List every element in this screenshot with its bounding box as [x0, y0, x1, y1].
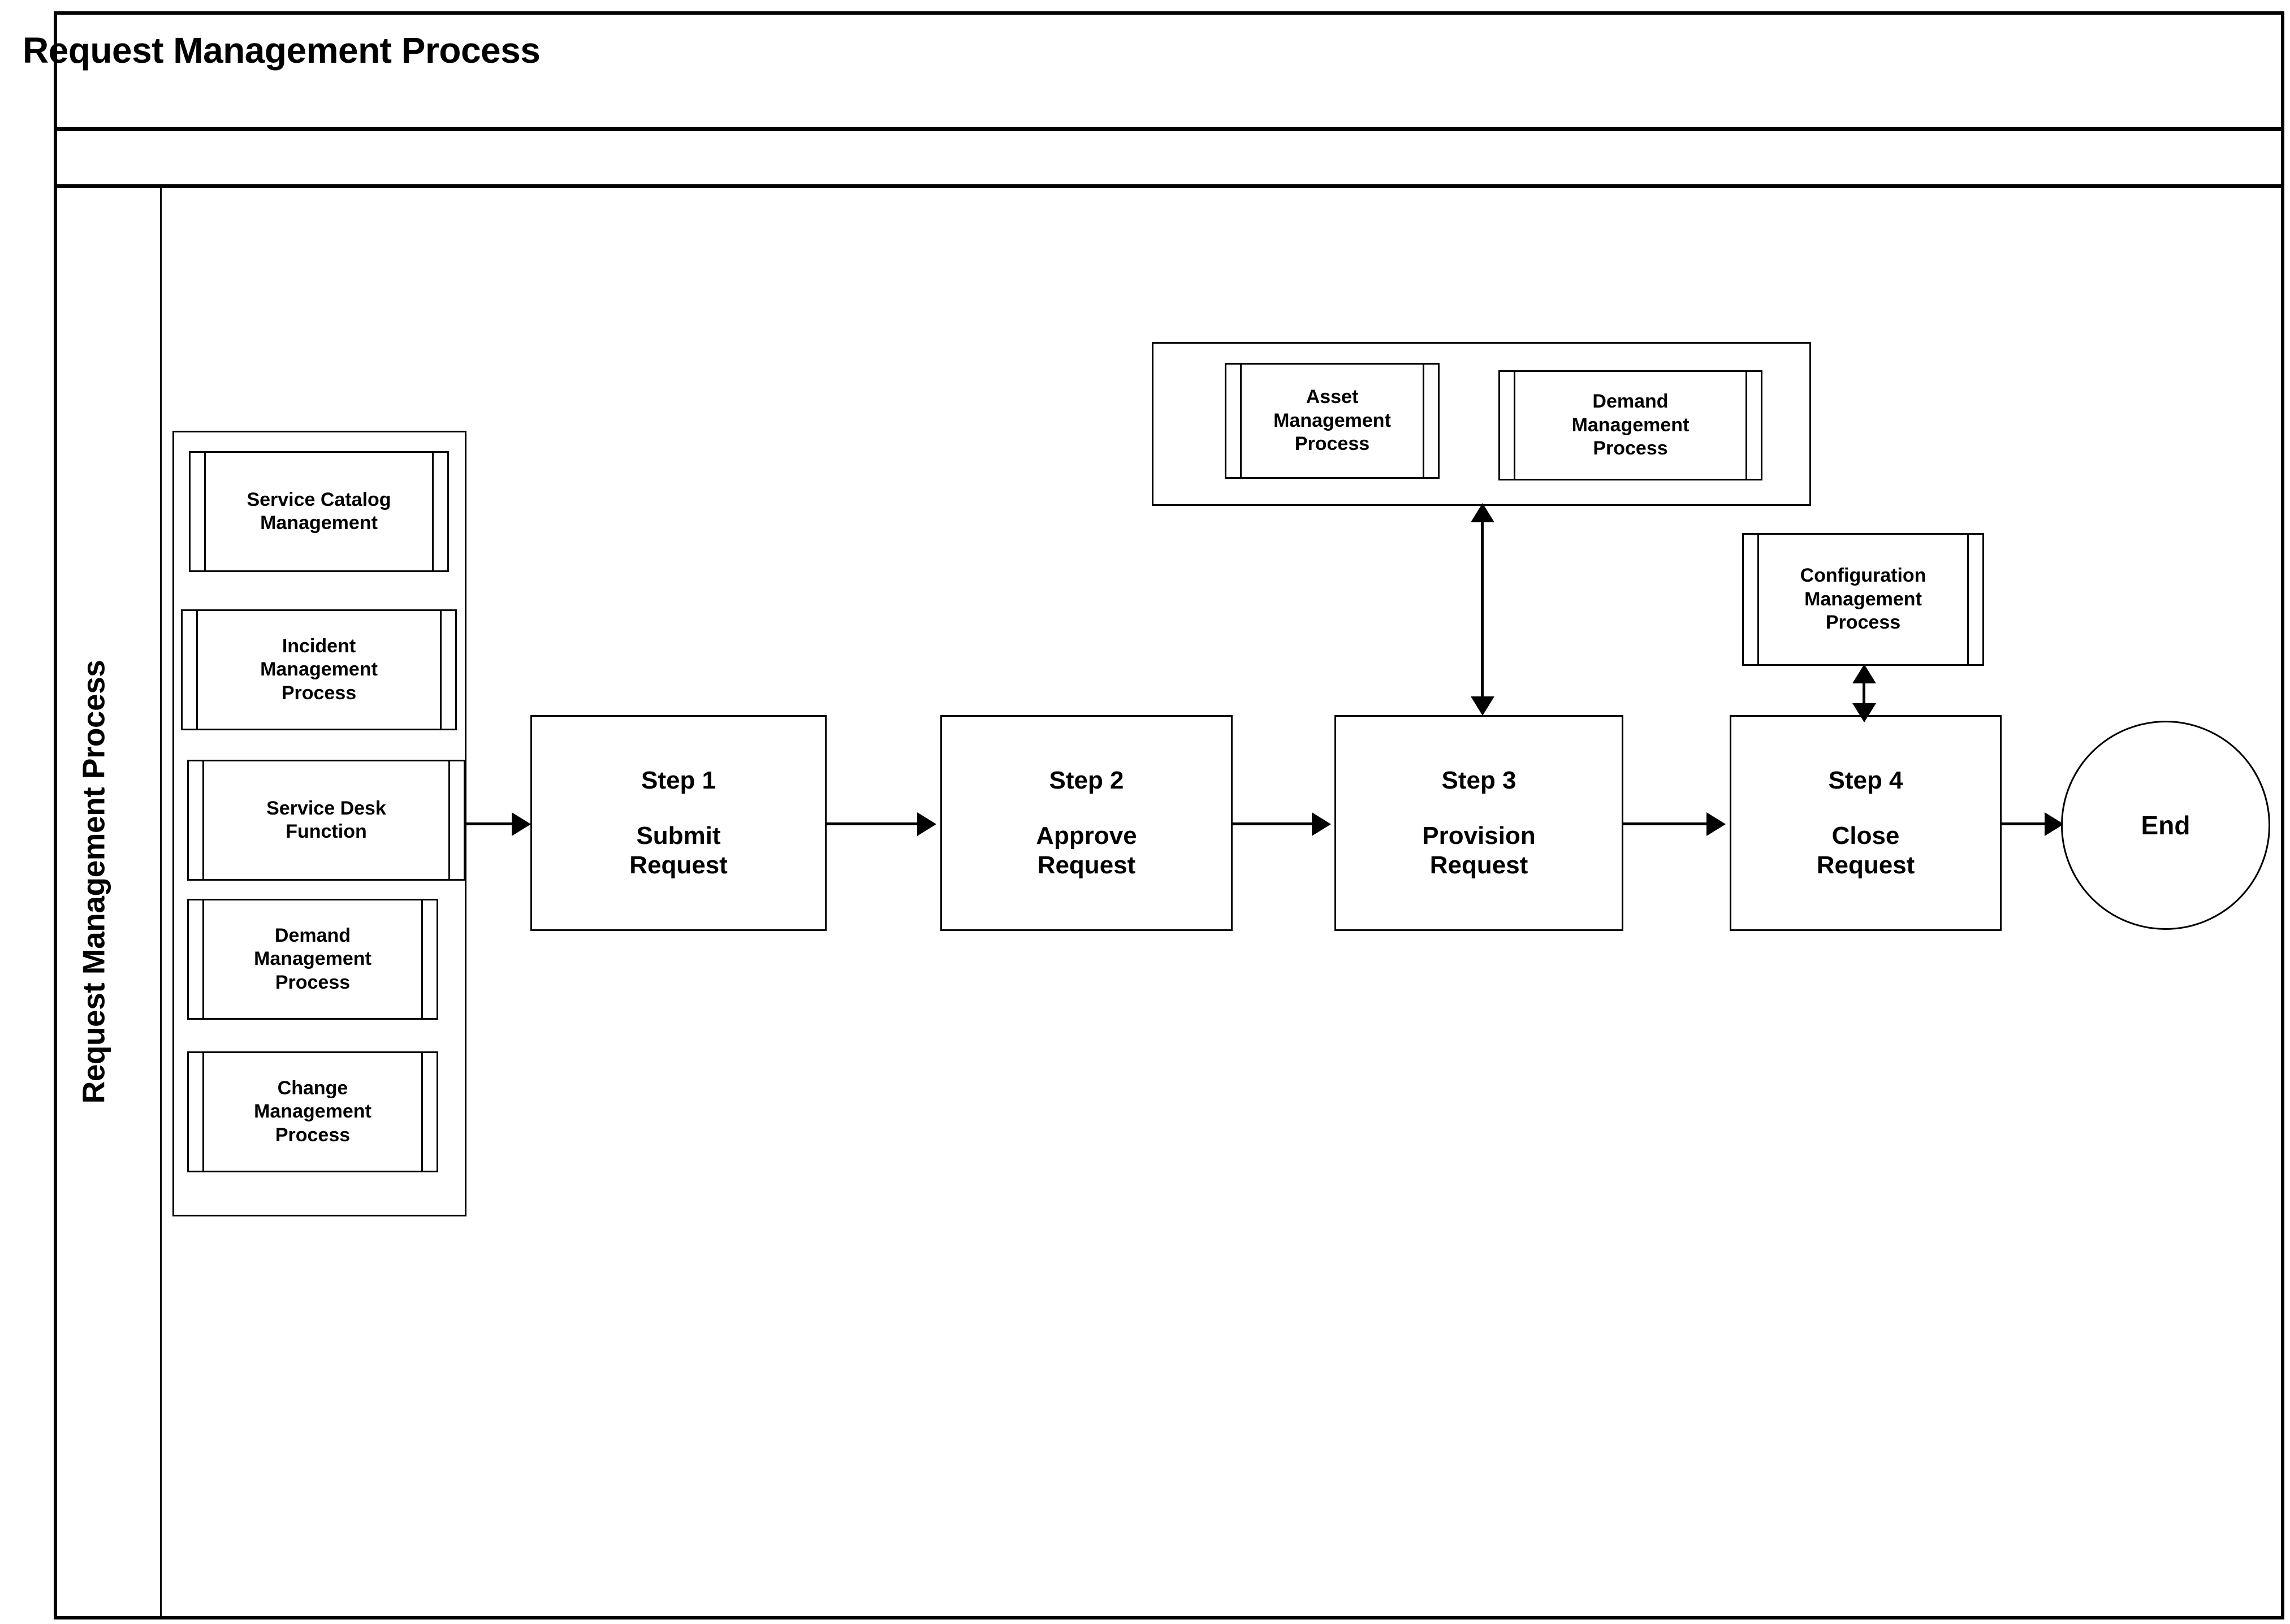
subprocess-label: Demand Management Process — [1571, 391, 1690, 460]
step-name: Approve Request — [1036, 822, 1137, 879]
subprocess-left-bar — [1514, 372, 1515, 479]
subprocess-service-catalog-management[interactable]: Service Catalog Management — [189, 451, 449, 572]
subprocess-incident-management-process[interactable]: Incident Management Process — [181, 609, 457, 730]
subprocess-demand-management-process-top[interactable]: Demand Management Process — [1498, 370, 1762, 480]
subprocess-label: Configuration Management Process — [1800, 565, 1926, 634]
subtitle-band — [54, 131, 2284, 188]
subprocess-label: Asset Management Process — [1273, 386, 1391, 455]
subprocess-change-management-process[interactable]: Change Management Process — [187, 1051, 438, 1172]
connector-step1-to-step2-line — [827, 822, 920, 825]
page-title: Request Management Process — [23, 30, 541, 71]
swimlane-divider — [160, 188, 162, 1619]
subprocess-right-bar — [421, 900, 423, 1018]
end-terminator[interactable]: End — [2061, 721, 2270, 930]
subprocess-label: Service Catalog Management — [247, 488, 391, 534]
subprocess-right-bar — [1967, 535, 1969, 664]
connector-inputs-to-step1-arrowhead — [512, 812, 531, 836]
step-box-1[interactable]: Step 1 Submit Request — [530, 715, 827, 931]
connector-supporting-top-to-step3-arrowhead-down — [1471, 696, 1494, 716]
subprocess-left-bar — [196, 611, 198, 729]
subprocess-label: Incident Management Process — [260, 635, 378, 704]
subprocess-configuration-management-process[interactable]: Configuration Management Process — [1742, 533, 1984, 666]
subprocess-label: Demand Management Process — [254, 924, 371, 993]
step-number: Step 3 — [1441, 766, 1516, 795]
subprocess-demand-management-process-input[interactable]: Demand Management Process — [187, 899, 438, 1020]
connector-step3-to-step4-line — [1623, 822, 1708, 825]
swimlane-label-text: Request Management Process — [76, 660, 111, 1104]
subprocess-left-bar — [1240, 365, 1242, 477]
connector-step4-to-end-arrowhead — [2045, 812, 2064, 836]
subprocess-right-bar — [1745, 372, 1747, 479]
step-name: Provision Request — [1422, 822, 1536, 879]
step-name: Close Request — [1816, 822, 1915, 879]
subprocess-right-bar — [1423, 365, 1424, 477]
step-number: Step 4 — [1828, 766, 1903, 795]
subprocess-left-bar — [202, 900, 204, 1018]
step-number: Step 2 — [1049, 766, 1124, 795]
connector-step3-to-step4-arrowhead — [1706, 812, 1726, 836]
subprocess-right-bar — [448, 761, 450, 879]
subprocess-asset-management-process[interactable]: Asset Management Process — [1225, 363, 1440, 479]
end-terminator-label: End — [2141, 811, 2190, 840]
connector-supporting-top-to-step3-arrowhead-up — [1471, 503, 1494, 522]
subprocess-left-bar — [202, 1053, 204, 1171]
step-box-3[interactable]: Step 3 Provision Request — [1334, 715, 1623, 931]
subprocess-right-bar — [440, 611, 442, 729]
connector-config-to-step4-line — [1863, 668, 1865, 720]
swimlane-label: Request Management Process — [62, 599, 124, 1164]
subprocess-service-desk-function[interactable]: Service Desk Function — [187, 760, 465, 881]
subprocess-label: Service Desk Function — [266, 797, 386, 842]
connector-step4-to-end-line — [2002, 822, 2061, 825]
page-frame — [54, 11, 2284, 1619]
subprocess-right-bar — [432, 453, 434, 570]
connector-supporting-top-to-step3-line — [1481, 509, 1484, 713]
title-band — [54, 11, 2284, 131]
step-name: Submit Request — [629, 822, 728, 879]
subprocess-left-bar — [1757, 535, 1759, 664]
connector-inputs-to-step1-line — [465, 822, 516, 825]
connector-step1-to-step2-arrowhead — [917, 812, 936, 836]
step-number: Step 1 — [641, 766, 716, 795]
connector-config-to-step4-arrowhead-up — [1852, 664, 1876, 683]
subprocess-label: Change Management Process — [254, 1077, 371, 1146]
subprocess-left-bar — [202, 761, 204, 879]
subprocess-left-bar — [204, 453, 206, 570]
connector-step2-to-step3-line — [1233, 822, 1315, 825]
subprocess-right-bar — [421, 1053, 423, 1171]
step-box-4[interactable]: Step 4 Close Request — [1730, 715, 2002, 931]
connector-step2-to-step3-arrowhead — [1312, 812, 1331, 836]
connector-config-to-step4-arrowhead-down — [1852, 703, 1876, 722]
step-box-2[interactable]: Step 2 Approve Request — [940, 715, 1233, 931]
